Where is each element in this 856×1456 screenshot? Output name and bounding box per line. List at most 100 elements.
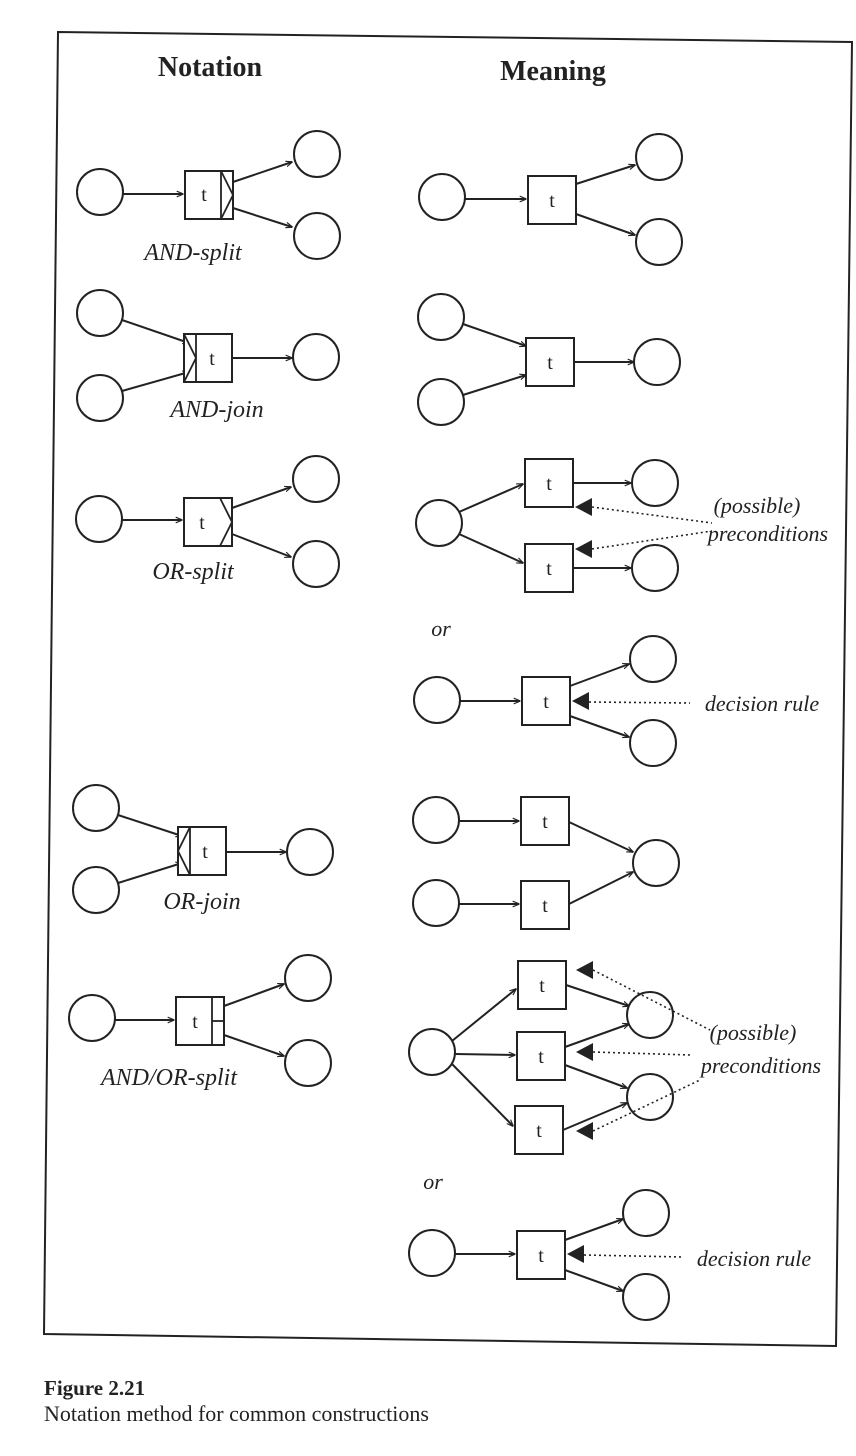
place bbox=[286, 828, 334, 876]
precondition-marker bbox=[575, 498, 592, 516]
transition-label: t bbox=[202, 841, 208, 863]
transition bbox=[184, 170, 234, 220]
and-or-split-meaning-preconditions: t t t (possible) preconditions bbox=[408, 960, 821, 1155]
preconditions-annotation: preconditions bbox=[699, 1053, 821, 1078]
transition bbox=[524, 543, 574, 593]
transition bbox=[517, 960, 567, 1010]
place bbox=[631, 459, 679, 507]
place bbox=[418, 173, 466, 221]
place bbox=[635, 133, 683, 181]
and-or-split-label: AND/OR-split bbox=[99, 1065, 238, 1091]
place bbox=[412, 796, 460, 844]
or-connector: or bbox=[423, 1169, 443, 1194]
transition-label: t bbox=[538, 1046, 544, 1068]
and-join-meaning: t bbox=[417, 293, 681, 426]
transition-label: t bbox=[192, 1011, 198, 1033]
figure-caption: Notation method for common constructions bbox=[44, 1401, 429, 1426]
and-or-split-notation: t AND/OR-split bbox=[68, 954, 332, 1091]
figure-frame bbox=[42, 30, 854, 1348]
place bbox=[284, 1039, 332, 1087]
place bbox=[626, 991, 674, 1039]
possible-annotation: (possible) bbox=[710, 1020, 797, 1045]
place bbox=[633, 338, 681, 386]
place bbox=[408, 1229, 456, 1277]
transition bbox=[183, 333, 233, 383]
place bbox=[76, 289, 124, 337]
transition-label: t bbox=[536, 1120, 542, 1142]
transition bbox=[516, 1230, 566, 1280]
place bbox=[292, 540, 340, 588]
notation-header: Notation bbox=[158, 52, 263, 83]
place bbox=[622, 1189, 670, 1237]
or-split-meaning-decision-rule: t decision rule bbox=[413, 635, 819, 767]
and-split-label: AND-split bbox=[142, 240, 243, 266]
place bbox=[629, 719, 677, 767]
transition-label: t bbox=[538, 1245, 544, 1267]
place bbox=[413, 676, 461, 724]
place bbox=[412, 879, 460, 927]
and-join-notation: t AND-join bbox=[76, 289, 340, 423]
or-connector: or bbox=[431, 616, 451, 641]
place bbox=[293, 130, 341, 178]
place bbox=[292, 455, 340, 503]
and-split-notation: t AND-split bbox=[76, 130, 341, 266]
transition-label: t bbox=[199, 512, 205, 534]
place bbox=[629, 635, 677, 683]
transition bbox=[521, 676, 571, 726]
place bbox=[284, 954, 332, 1002]
or-split-meaning-preconditions: t t (possible) preconditions bbox=[415, 458, 828, 593]
transition bbox=[525, 337, 575, 387]
or-join-notation: t OR-join bbox=[72, 784, 334, 915]
place bbox=[292, 333, 340, 381]
place bbox=[68, 994, 116, 1042]
decision-marker bbox=[572, 692, 589, 710]
decision-marker bbox=[567, 1245, 584, 1263]
transition-label: t bbox=[539, 975, 545, 997]
possible-annotation: (possible) bbox=[714, 493, 801, 518]
place bbox=[635, 218, 683, 266]
place bbox=[632, 839, 680, 887]
or-split-label: OR-split bbox=[152, 559, 235, 585]
place bbox=[417, 378, 465, 426]
decision-rule-annotation: decision rule bbox=[705, 691, 819, 716]
place bbox=[72, 866, 120, 914]
and-split-meaning: t bbox=[418, 133, 683, 266]
place bbox=[72, 784, 120, 832]
place bbox=[76, 168, 124, 216]
place bbox=[408, 1028, 456, 1076]
transition-label: t bbox=[543, 691, 549, 713]
precondition-marker bbox=[576, 1122, 593, 1140]
precondition-marker bbox=[576, 1043, 593, 1061]
place bbox=[417, 293, 465, 341]
transition-label: t bbox=[542, 811, 548, 833]
figure-number: Figure 2.21 bbox=[44, 1376, 146, 1400]
place bbox=[415, 499, 463, 547]
transition-label: t bbox=[209, 348, 215, 370]
transition bbox=[183, 497, 233, 547]
place bbox=[76, 374, 124, 422]
transition bbox=[520, 796, 570, 846]
meaning-header: Meaning bbox=[500, 56, 606, 87]
transition bbox=[524, 458, 574, 508]
transition-label: t bbox=[542, 895, 548, 917]
transition bbox=[527, 175, 577, 225]
place bbox=[293, 212, 341, 260]
or-join-label: OR-join bbox=[163, 889, 240, 915]
decision-rule-annotation: decision rule bbox=[697, 1246, 811, 1271]
or-split-notation: t OR-split bbox=[75, 455, 340, 588]
precondition-marker bbox=[576, 961, 593, 979]
transition bbox=[516, 1031, 566, 1081]
transition-label: t bbox=[546, 473, 552, 495]
and-or-split-meaning-decision-rule: t decision rule bbox=[408, 1189, 811, 1321]
preconditions-annotation: preconditions bbox=[706, 521, 828, 546]
transition-label: t bbox=[549, 190, 555, 212]
place bbox=[631, 544, 679, 592]
transition bbox=[520, 880, 570, 930]
or-join-meaning: t t bbox=[412, 796, 680, 930]
transition-label: t bbox=[546, 558, 552, 580]
and-join-label: AND-join bbox=[168, 397, 263, 423]
transition-label: t bbox=[547, 352, 553, 374]
place bbox=[75, 495, 123, 543]
precondition-marker bbox=[575, 540, 592, 558]
